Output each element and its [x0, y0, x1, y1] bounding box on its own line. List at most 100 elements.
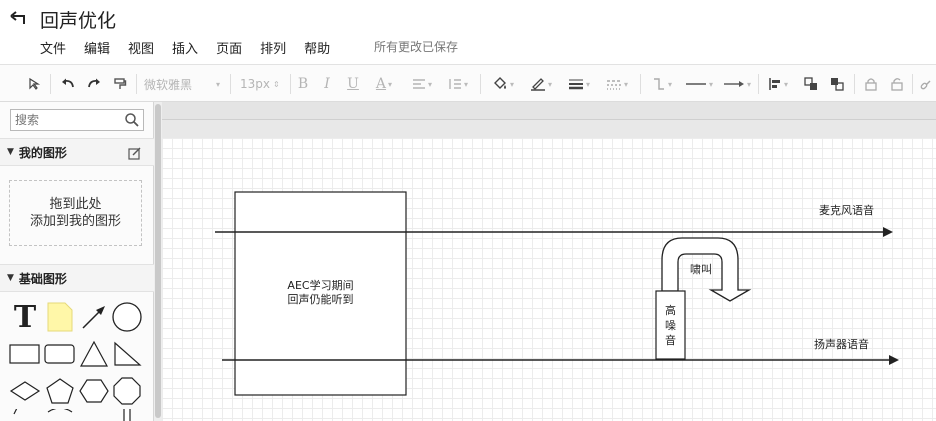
unlock-button[interactable]	[886, 65, 908, 103]
send-to-back-button[interactable]	[826, 65, 848, 103]
shape-octagon[interactable]	[110, 374, 144, 408]
line-style-button[interactable]: ▾	[602, 65, 632, 103]
send-back-icon	[831, 78, 844, 91]
text-align-button[interactable]: ▾	[408, 65, 436, 103]
shape-right-triangle[interactable]	[110, 337, 144, 371]
search-icon[interactable]	[124, 112, 140, 128]
solid-line-icon	[685, 83, 706, 85]
italic-button[interactable]: I	[318, 65, 336, 103]
shape-arrow[interactable]	[77, 300, 111, 334]
line-pattern-button[interactable]: ▾	[682, 65, 716, 103]
high-noise-char-2: 噪	[665, 319, 676, 332]
shape-rectangle[interactable]	[8, 337, 42, 371]
diagram-canvas[interactable]: AEC学习期间 回声仍能听到 麦克风语音 扬声器语音 啸叫 高 噪 音	[162, 138, 936, 421]
right-triangle-icon	[114, 341, 142, 366]
line-width-icon	[568, 79, 583, 90]
shape-triangle[interactable]	[77, 337, 111, 371]
link-button[interactable]	[918, 65, 936, 103]
rectangle-icon	[9, 344, 40, 364]
mic-voice-arrow[interactable]	[215, 227, 893, 237]
format-panel-button[interactable]	[24, 65, 44, 103]
link-icon	[920, 80, 931, 90]
line-color-button[interactable]: ▾	[526, 65, 556, 103]
rounded-rectangle-icon	[44, 344, 75, 364]
back-button[interactable]	[8, 6, 30, 30]
shape-hexagon[interactable]	[77, 374, 111, 408]
menu-help[interactable]: 帮助	[304, 42, 331, 57]
my-shapes-header[interactable]: ▼ 我的图形	[0, 138, 154, 166]
triangle-icon	[79, 340, 109, 367]
menu-view[interactable]: 视图	[128, 42, 155, 57]
redo-button[interactable]	[84, 65, 104, 103]
lock-button[interactable]	[860, 65, 882, 103]
bold-icon: B	[297, 76, 309, 92]
my-shapes-dropzone[interactable]: 拖到此处 添加到我的图形	[9, 180, 142, 246]
line-width-button[interactable]: ▾	[564, 65, 594, 103]
scrollbar-thumb[interactable]	[155, 104, 161, 418]
dropzone-line1: 拖到此处	[49, 197, 102, 212]
shape-note[interactable]	[43, 300, 77, 334]
menu-arrange[interactable]: 排列	[260, 42, 287, 57]
align-shapes-button[interactable]: ▾	[764, 65, 792, 103]
line-spacing-icon	[449, 79, 461, 89]
connector-type-button[interactable]: ▾	[648, 65, 676, 103]
shape-text[interactable]: T	[8, 300, 42, 335]
shape-rounded-rectangle[interactable]	[43, 337, 77, 371]
hexagon-icon	[79, 379, 109, 403]
undo-icon	[62, 78, 74, 88]
pentagon-icon	[46, 378, 74, 404]
basic-shapes-header[interactable]: ▼ 基础图形	[0, 264, 154, 292]
diagonal-arrow-icon	[82, 306, 105, 329]
howl-label: 啸叫	[690, 263, 712, 276]
high-noise-box[interactable]	[655, 290, 686, 360]
fill-color-button[interactable]: ▾	[488, 65, 518, 103]
font-family-select[interactable]: 微软雅黑 ▾	[144, 74, 220, 94]
chevron-down-icon: ▾	[215, 79, 220, 89]
menu-edit[interactable]: 编辑	[84, 42, 111, 57]
menu-page[interactable]: 页面	[216, 42, 243, 57]
underline-icon: U	[347, 76, 359, 92]
document-title[interactable]: 回声优化	[40, 10, 117, 32]
font-size-select[interactable]: 13px ⇕	[240, 74, 286, 94]
back-arrow-icon	[10, 11, 25, 24]
font-size-value: 13px	[240, 77, 270, 91]
bold-button[interactable]: B	[294, 65, 312, 103]
howl-uturn-arrow[interactable]	[661, 237, 752, 302]
bring-to-front-button[interactable]	[800, 65, 822, 103]
speaker-voice-label: 扬声器语音	[814, 338, 869, 351]
pointer-icon	[29, 77, 41, 90]
aec-box[interactable]	[234, 191, 407, 396]
edit-icon[interactable]	[128, 146, 142, 160]
header: 回声优化 文件 编辑 视图 插入 页面 排列 帮助 所有更改已保存	[0, 0, 936, 64]
undo-button[interactable]	[58, 65, 78, 103]
line-spacing-button[interactable]: ▾	[444, 65, 472, 103]
format-painter-button[interactable]	[110, 65, 130, 103]
italic-icon: I	[324, 76, 330, 92]
shape-more-3[interactable]	[110, 409, 144, 421]
paint-bucket-icon	[493, 77, 506, 89]
pen-icon	[530, 78, 545, 91]
font-color-button[interactable]: A▾	[375, 76, 393, 92]
underline-button[interactable]: U	[344, 65, 362, 103]
high-noise-char-1: 高	[665, 304, 676, 317]
shape-search-input[interactable]	[10, 109, 144, 131]
shape-more-2[interactable]	[43, 409, 77, 421]
sidebar-scrollbar[interactable]	[154, 102, 162, 421]
elbow-connector-icon	[653, 78, 664, 90]
lock-icon	[865, 78, 877, 91]
bring-front-icon	[804, 77, 817, 90]
menu-insert[interactable]: 插入	[172, 42, 199, 57]
shape-circle[interactable]	[110, 300, 144, 334]
speaker-voice-arrow[interactable]	[222, 355, 899, 365]
octagon-icon	[113, 377, 141, 405]
redo-icon	[88, 78, 100, 88]
menu-file[interactable]: 文件	[40, 42, 67, 57]
shape-diamond[interactable]	[8, 374, 42, 408]
shape-pentagon[interactable]	[43, 374, 77, 408]
font-color-icon: A	[375, 76, 387, 92]
font-family-value: 微软雅黑	[144, 77, 193, 92]
stepper-icon: ⇕	[273, 79, 280, 89]
shape-more-1[interactable]	[8, 409, 42, 421]
line-end-button[interactable]: ▾	[720, 65, 754, 103]
